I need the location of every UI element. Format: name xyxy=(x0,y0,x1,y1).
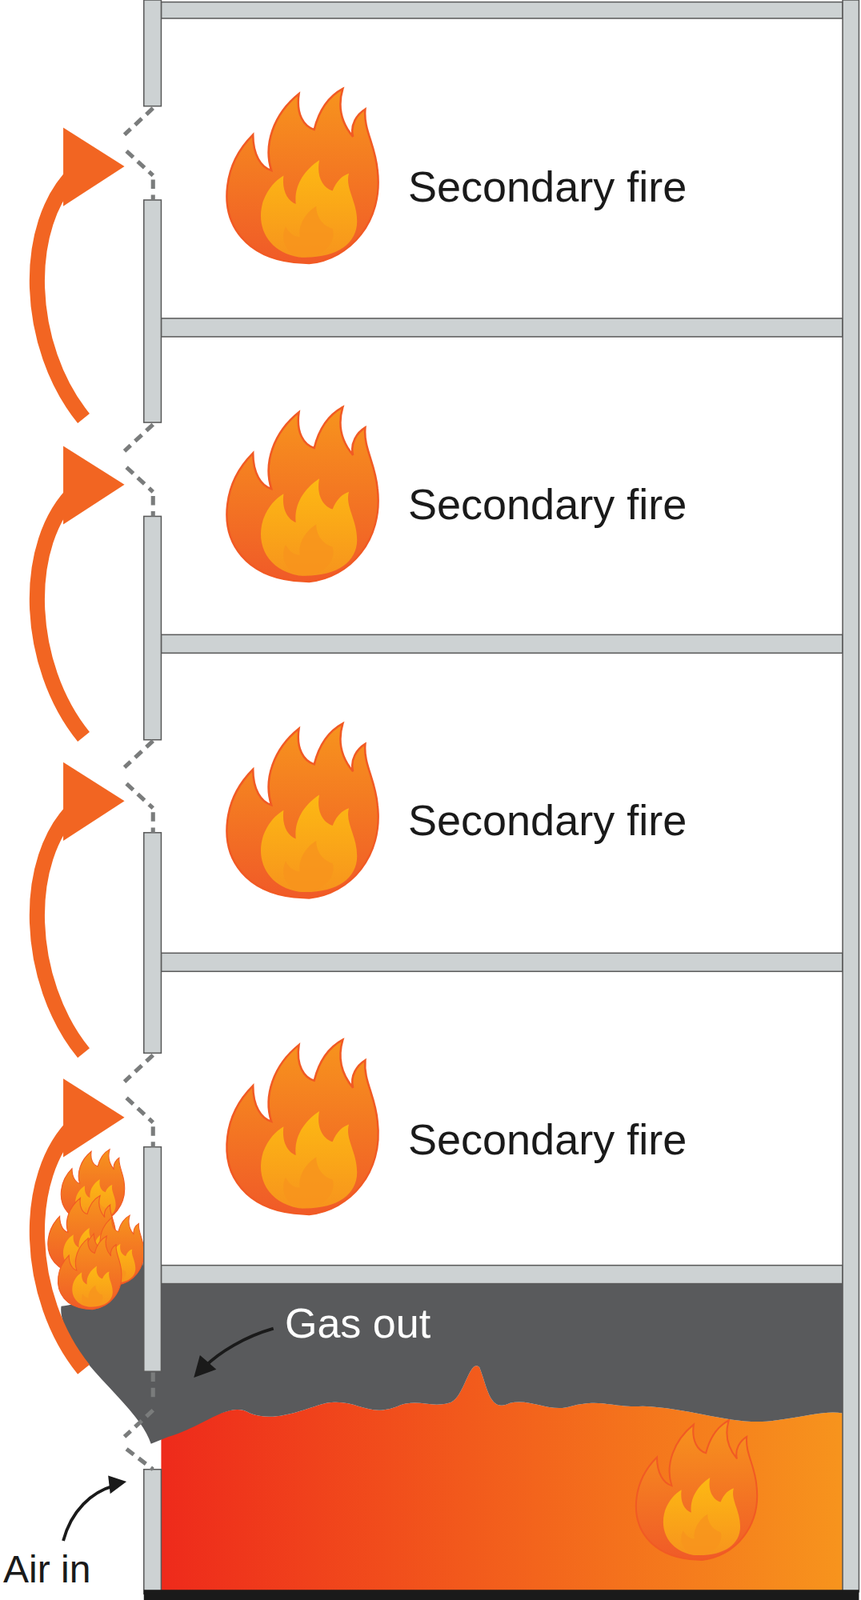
floor-label: Secondary fire xyxy=(408,798,687,842)
floor-label: Secondary fire xyxy=(408,1117,687,1162)
building-structure xyxy=(144,0,860,1594)
spread-arrow xyxy=(36,762,125,1054)
floor-label: Secondary fire xyxy=(408,164,687,209)
open-window xyxy=(124,108,154,1470)
leader-arrow xyxy=(63,1485,115,1542)
gas-label: Gas out xyxy=(284,1302,431,1345)
leader-arrowhead xyxy=(193,1355,217,1378)
leader-arrow xyxy=(204,1329,274,1368)
spread-arrow xyxy=(36,1078,125,1370)
smoke-layer xyxy=(60,1240,843,1445)
spread-arrow xyxy=(36,127,125,419)
spread-arrow xyxy=(36,445,125,737)
leader-arrowhead xyxy=(108,1475,127,1494)
air-label: Air in xyxy=(3,1550,91,1590)
floor-label: Secondary fire xyxy=(408,482,687,526)
